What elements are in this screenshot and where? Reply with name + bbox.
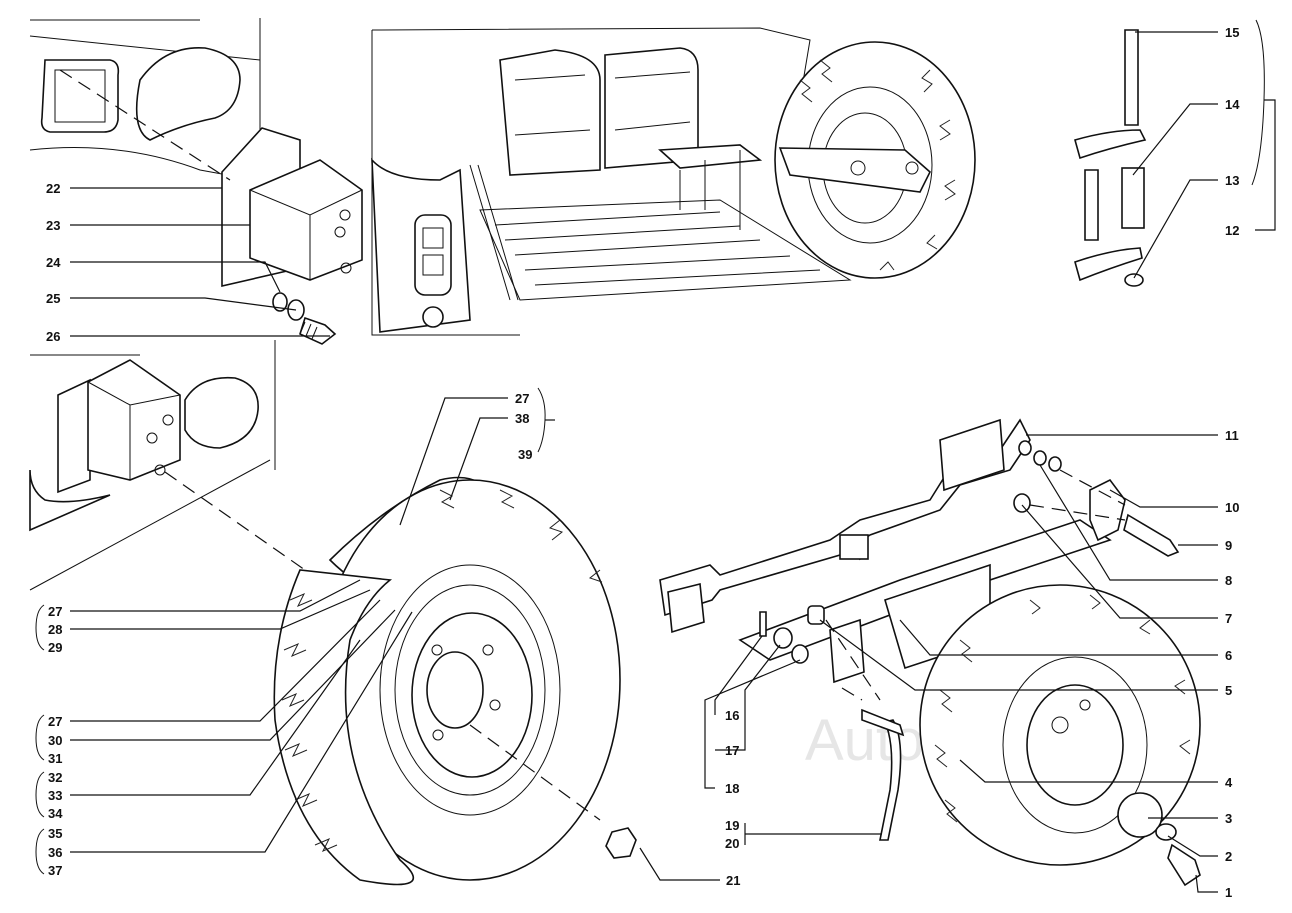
label-30: 30 xyxy=(48,733,62,748)
label-29: 29 xyxy=(48,640,62,655)
label-16: 16 xyxy=(725,708,739,723)
label-23: 23 xyxy=(46,218,60,233)
label-34: 34 xyxy=(48,806,63,821)
small-parts xyxy=(759,440,1180,664)
washer-spring xyxy=(272,292,288,312)
label-18: 18 xyxy=(725,781,739,796)
label-7: 7 xyxy=(1225,611,1232,626)
bolt-upper xyxy=(299,316,337,345)
leaders-22-26 xyxy=(70,187,330,337)
label-10: 10 xyxy=(1225,500,1239,515)
leaders-right xyxy=(704,434,1218,893)
label-3: 3 xyxy=(1225,811,1232,826)
label-38: 38 xyxy=(515,411,529,426)
assembly-line-upper xyxy=(59,69,231,181)
label-24: 24 xyxy=(46,255,61,270)
label-2: 2 xyxy=(1225,849,1232,864)
label-14: 14 xyxy=(1225,97,1240,112)
label-35: 35 xyxy=(48,826,62,841)
label-17: 17 xyxy=(725,743,739,758)
label-5: 5 xyxy=(1225,683,1232,698)
label-13: 13 xyxy=(1225,173,1239,188)
upper-body-panel xyxy=(29,18,261,181)
wheel-nut xyxy=(605,827,637,859)
handle-rod xyxy=(861,708,905,841)
group-brackets-left xyxy=(35,604,45,875)
label-6: 6 xyxy=(1225,648,1232,663)
wheel-brace xyxy=(1074,29,1147,287)
label-19: 19 xyxy=(725,818,739,833)
wheel-rim xyxy=(411,612,533,778)
label-37: 37 xyxy=(48,863,62,878)
leaders-27-39 xyxy=(70,387,720,881)
label-20: 20 xyxy=(725,836,739,851)
assembly-lines-right xyxy=(825,469,1126,701)
lower-body-panel xyxy=(29,340,276,591)
label-25: 25 xyxy=(46,291,60,306)
label-15: 15 xyxy=(1225,25,1239,40)
label-26: 26 xyxy=(46,329,60,344)
bolt-lower xyxy=(1117,792,1201,887)
label-36: 36 xyxy=(48,845,62,860)
label-22: 22 xyxy=(46,181,60,196)
label-8: 8 xyxy=(1225,573,1232,588)
label-27-group2: 27 xyxy=(48,714,62,729)
spare-wheel-mounted xyxy=(774,41,976,279)
label-9: 9 xyxy=(1225,538,1232,553)
leaders-12-15 xyxy=(1132,19,1276,279)
label-12: 12 xyxy=(1225,223,1239,238)
label-11: 11 xyxy=(1225,428,1239,443)
label-27-group1: 27 xyxy=(48,604,62,619)
label-39: 39 xyxy=(518,447,532,462)
assembly-line-lower xyxy=(164,471,306,571)
cargo-bay xyxy=(371,27,852,336)
label-32: 32 xyxy=(48,770,62,785)
spare-wheel-bracket-upper xyxy=(221,127,363,288)
label-33: 33 xyxy=(48,788,62,803)
assembly-line-nut xyxy=(469,724,601,821)
label-1: 1 xyxy=(1225,885,1232,900)
part-labels: 1 2 3 4 5 6 7 8 9 10 11 12 13 14 15 16 1… xyxy=(46,25,1240,900)
carrier-frame xyxy=(659,418,1126,684)
label-31: 31 xyxy=(48,751,62,766)
label-27-top: 27 xyxy=(515,391,529,406)
label-28: 28 xyxy=(48,622,62,637)
label-21: 21 xyxy=(726,873,740,888)
label-4: 4 xyxy=(1225,775,1233,790)
